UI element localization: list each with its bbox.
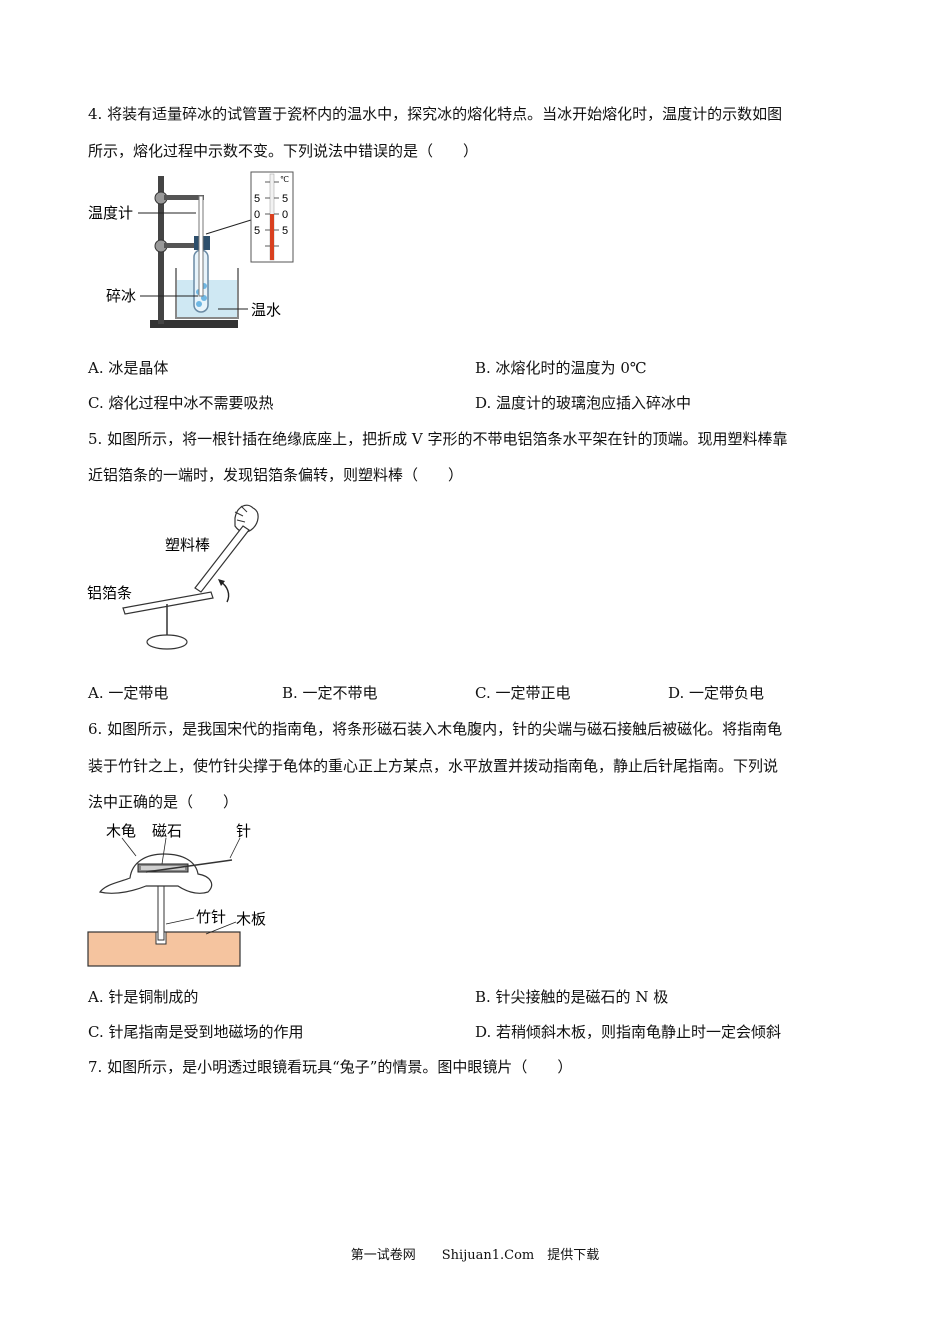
thermometer-in-tube — [198, 195, 204, 297]
label-wooden-board: 木板 — [236, 910, 266, 928]
mercury-column — [270, 214, 274, 260]
foil-strip — [122, 591, 214, 615]
clamp-arm-top — [164, 195, 204, 200]
q5-line2: 近铝箔条的一端时，发现铝箔条偏转，则塑料棒（ ） — [88, 466, 464, 484]
wooden-turtle — [98, 853, 213, 894]
page-footer: 第一试卷网 Shijuan1.Com 提供下载 — [350, 1248, 600, 1263]
q5-line1: 5. 如图所示，将一根针插在绝缘底座上，把折成 V 字形的不带电铝箔条水平架在针… — [88, 430, 788, 448]
q4-option-b: B. 冰熔化时的温度为 0℃ — [475, 359, 647, 377]
insulating-base — [146, 634, 188, 650]
q6-figure-compass-turtle: 木龟 磁石 针 竹针 木板 — [87, 822, 266, 967]
clamp-arm-bottom — [164, 243, 204, 248]
plastic-rod — [194, 525, 250, 593]
q5-figure-foil-rod: 塑料棒 铝箔条 — [87, 504, 259, 650]
label-bamboo-needle: 竹针 — [196, 908, 226, 926]
scale-left-0: 5 — [254, 193, 260, 205]
rotation-arrow-icon — [220, 581, 230, 603]
label-crushed-ice: 碎冰 — [106, 287, 136, 305]
scale-right-0: 5 — [282, 193, 288, 205]
q6-option-d: D. 若稍倾斜木板，则指南龟静止时一定会倾斜 — [475, 1023, 782, 1041]
q4-option-a: A. 冰是晶体 — [88, 359, 169, 377]
label-plastic-rod: 塑料棒 — [165, 536, 210, 554]
scale-unit: ℃ — [280, 175, 289, 184]
q6-option-a: A. 针是铜制成的 — [88, 988, 199, 1006]
q6-line1: 6. 如图所示，是我国宋代的指南龟，将条形磁石装入木龟腹内，针的尖端与磁石接触后… — [88, 720, 783, 738]
iron-needle — [145, 859, 233, 873]
scale-left-1: 0 — [254, 209, 260, 221]
bamboo-needle — [157, 877, 165, 941]
q5-option-a: A. 一定带电 — [88, 684, 169, 702]
q7-line1: 7. 如图所示，是小明透过眼镜看玩具“兔子”的情景。图中眼镜片（ ） — [88, 1058, 573, 1076]
scale-left-2: 5 — [254, 225, 260, 237]
scale-right-1: 0 — [282, 209, 288, 221]
label-foil-strip: 铝箔条 — [87, 584, 132, 602]
q5-option-b: B. 一定不带电 — [282, 684, 378, 702]
q4-option-c: C. 熔化过程中冰不需要吸热 — [88, 394, 274, 412]
q6-option-c: C. 针尾指南是受到地磁场的作用 — [88, 1023, 304, 1041]
q5-option-d: D. 一定带负电 — [668, 684, 765, 702]
label-warm-water: 温水 — [251, 301, 281, 319]
q4-figure-thermometer-setup: 5 0 5 5 0 5 ℃ 温度计 碎冰 温水 — [88, 171, 294, 328]
label-magnet: 磁石 — [152, 822, 182, 840]
pointer-scale — [205, 219, 252, 235]
beaker — [175, 268, 239, 319]
q4-option-d: D. 温度计的玻璃泡应插入碎冰中 — [475, 394, 692, 412]
q5-option-c: C. 一定带正电 — [475, 684, 571, 702]
label-wooden-turtle: 木龟 — [106, 822, 136, 840]
scale-right-2: 5 — [282, 225, 288, 237]
q4-line1: 4. 将装有适量碎冰的试管置于瓷杯内的温水中，探究冰的熔化特点。当冰开始熔化时，… — [88, 105, 783, 123]
q6-line3: 法中正确的是（ ） — [88, 793, 239, 811]
label-needle: 针 — [236, 822, 251, 840]
q6-option-b: B. 针尖接触的是磁石的 N 极 — [475, 988, 669, 1006]
q6-line2: 装于竹针之上，使竹针尖撑于龟体的重心正上方某点，水平放置并拨动指南龟，静止后针尾… — [88, 757, 779, 775]
q4-line2: 所示，熔化过程中示数不变。下列说法中错误的是（ ） — [88, 142, 479, 160]
label-thermometer: 温度计 — [88, 204, 133, 222]
stand-base — [150, 320, 238, 328]
